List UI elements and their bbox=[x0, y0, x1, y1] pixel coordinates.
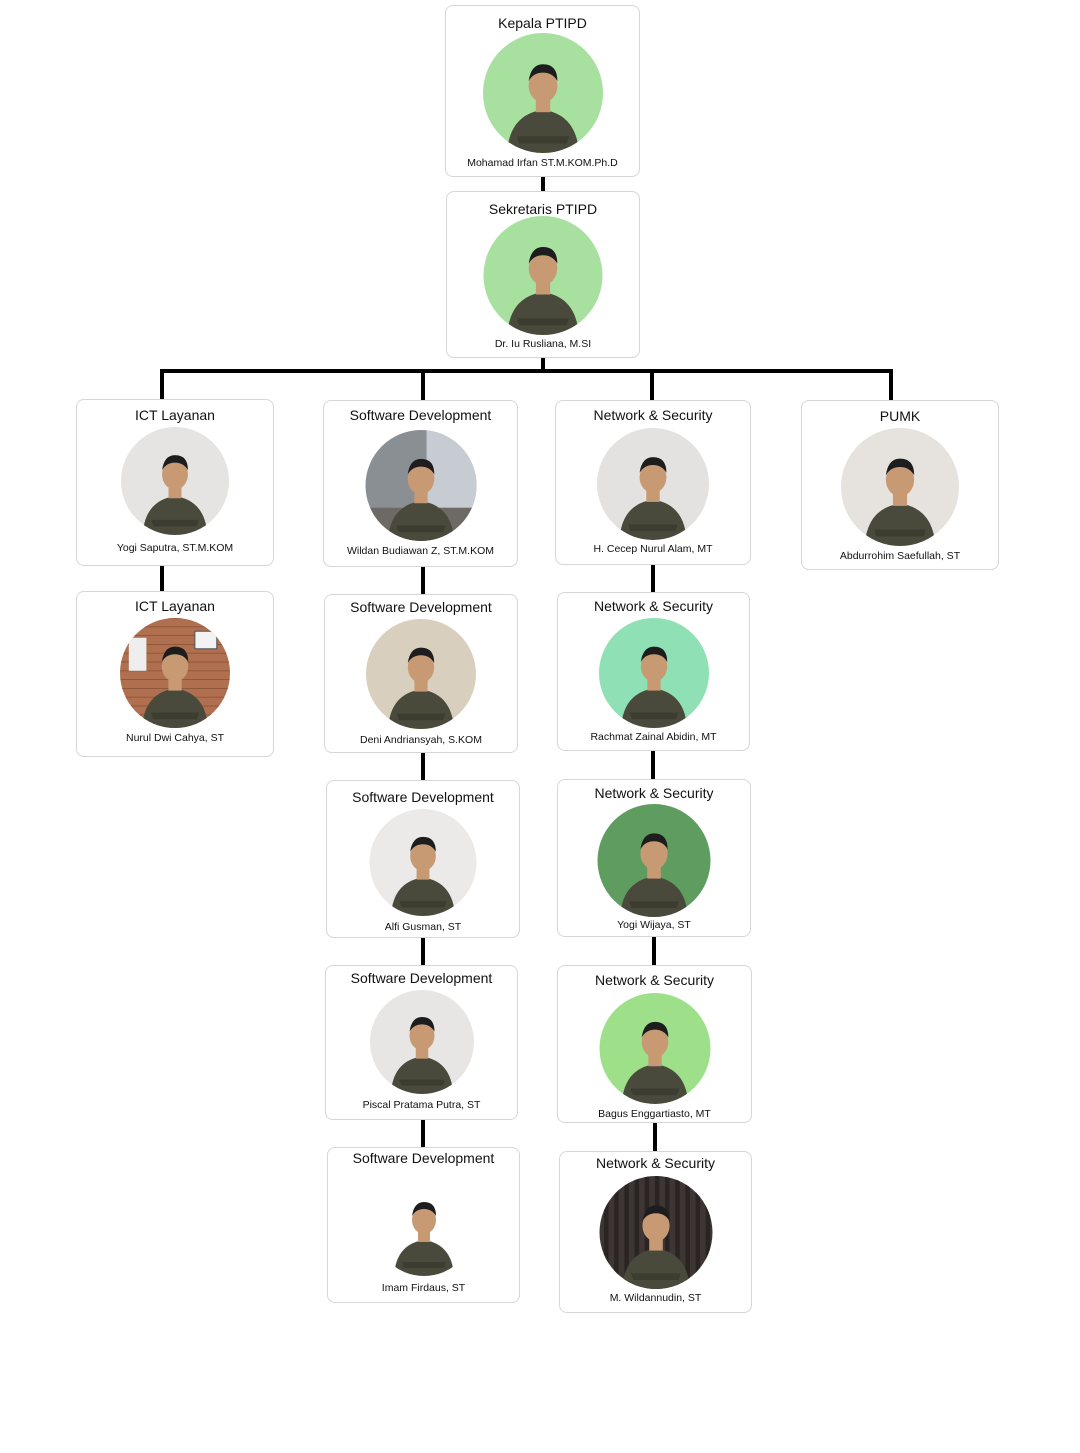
person-name: Yogi Wijaya, ST bbox=[617, 919, 691, 931]
portrait-photo bbox=[599, 993, 710, 1104]
role-title: Software Development bbox=[349, 407, 492, 423]
org-card-network-3[interactable]: Network & Security Yogi Wijaya, ST bbox=[557, 779, 751, 937]
role-title: Sekretaris PTIPD bbox=[488, 201, 598, 217]
portrait-photo bbox=[599, 1176, 712, 1289]
org-card-secretary[interactable]: Sekretaris PTIPD Dr. Iu Rusliana, M.SI bbox=[446, 191, 640, 358]
connector-bus-software bbox=[421, 369, 425, 400]
connector-software-4-5 bbox=[421, 1120, 425, 1147]
person-name: Deni Andriansyah, S.KOM bbox=[360, 734, 482, 746]
portrait-photo bbox=[841, 428, 959, 546]
role-title: Kepala PTIPD bbox=[498, 15, 587, 31]
connector-ict-1-2 bbox=[160, 566, 164, 591]
person-name: Alfi Gusman, ST bbox=[384, 921, 462, 933]
portrait-photo bbox=[598, 618, 709, 728]
connector-bus-network bbox=[650, 369, 654, 400]
connector-bus-ict bbox=[160, 369, 164, 399]
org-card-network-2[interactable]: Network & Security Rachmat Zainal Abidin… bbox=[557, 592, 750, 751]
org-card-ict-1[interactable]: ICT Layanan Yogi Saputra, ST.M.KOM bbox=[76, 399, 274, 566]
portrait-photo bbox=[597, 804, 711, 917]
org-card-software-5[interactable]: Software Development Imam Firdaus, ST bbox=[327, 1147, 520, 1303]
portrait-photo bbox=[597, 428, 709, 540]
portrait-photo bbox=[482, 33, 603, 153]
org-card-network-5[interactable]: Network & Security M. Wildannudin, ST bbox=[559, 1151, 752, 1313]
connector-software-1-2 bbox=[421, 567, 425, 594]
role-title: Network & Security bbox=[595, 1155, 716, 1171]
connector-software-2-3 bbox=[421, 753, 425, 780]
org-card-software-4[interactable]: Software Development Piscal Pratama Putr… bbox=[325, 965, 518, 1120]
org-card-software-2[interactable]: Software Development Deni Andriansyah, S… bbox=[324, 594, 518, 753]
org-card-software-3[interactable]: Software Development Alfi Gusman, ST bbox=[326, 780, 520, 938]
connector-head-secretary bbox=[541, 177, 545, 191]
connector-network-4-5 bbox=[653, 1123, 657, 1151]
role-title: Network & Security bbox=[593, 598, 714, 614]
connector-network-2-3 bbox=[651, 751, 655, 779]
org-card-head[interactable]: Kepala PTIPD Mohamad Irfan ST.M.KOM.Ph.D bbox=[445, 5, 640, 177]
person-name: Piscal Pratama Putra, ST bbox=[362, 1099, 481, 1111]
person-name: Mohamad Irfan ST.M.KOM.Ph.D bbox=[467, 157, 618, 169]
portrait-photo bbox=[121, 427, 229, 535]
person-name: Bagus Enggartiasto, MT bbox=[598, 1108, 711, 1120]
connector-software-3-4 bbox=[421, 938, 425, 965]
connector-network-1-2 bbox=[651, 565, 655, 592]
role-title: Software Development bbox=[350, 970, 493, 986]
person-name: Rachmat Zainal Abidin, MT bbox=[590, 731, 717, 743]
connector-secretary-bus bbox=[541, 358, 545, 372]
org-card-network-4[interactable]: Network & Security Bagus Enggartiasto, M… bbox=[557, 965, 752, 1123]
portrait-photo bbox=[369, 809, 477, 916]
portrait-photo bbox=[373, 1176, 474, 1276]
role-title: Network & Security bbox=[593, 407, 713, 423]
org-card-software-1[interactable]: Software Development Wildan Budiawan Z, … bbox=[323, 400, 518, 567]
person-name: M. Wildannudin, ST bbox=[609, 1292, 702, 1304]
portrait-photo bbox=[366, 619, 476, 729]
person-name: Abdurrohim Saefullah, ST bbox=[839, 550, 961, 562]
person-name: Imam Firdaus, ST bbox=[381, 1282, 466, 1294]
role-title: ICT Layanan bbox=[135, 598, 215, 614]
role-title: PUMK bbox=[879, 408, 921, 424]
connector-horizontal-bus bbox=[160, 369, 893, 373]
person-name: Wildan Budiawan Z, ST.M.KOM bbox=[346, 545, 495, 557]
role-title: Network & Security bbox=[594, 785, 714, 801]
portrait-photo bbox=[365, 430, 476, 541]
org-card-pumk[interactable]: PUMK Abdurrohim Saefullah, ST bbox=[801, 400, 999, 570]
role-title: Software Development bbox=[352, 1150, 495, 1166]
connector-bus-pumk bbox=[889, 369, 893, 400]
role-title: ICT Layanan bbox=[135, 407, 215, 423]
person-name: H. Cecep Nurul Alam, MT bbox=[593, 543, 713, 555]
connector-network-3-4 bbox=[652, 937, 656, 965]
person-name: Yogi Saputra, ST.M.KOM bbox=[116, 542, 234, 554]
role-title: Software Development bbox=[350, 599, 492, 615]
role-title: Software Development bbox=[352, 789, 494, 805]
person-name: Dr. Iu Rusliana, M.SI bbox=[494, 338, 592, 350]
org-card-ict-2[interactable]: ICT Layanan Nurul Dwi Cahya, ST bbox=[76, 591, 274, 757]
person-name: Nurul Dwi Cahya, ST bbox=[125, 732, 225, 744]
portrait-photo bbox=[483, 216, 603, 335]
role-title: Network & Security bbox=[594, 972, 715, 988]
portrait-photo bbox=[369, 990, 474, 1094]
portrait-photo bbox=[120, 618, 230, 728]
org-card-network-1[interactable]: Network & Security H. Cecep Nurul Alam, … bbox=[555, 400, 751, 565]
